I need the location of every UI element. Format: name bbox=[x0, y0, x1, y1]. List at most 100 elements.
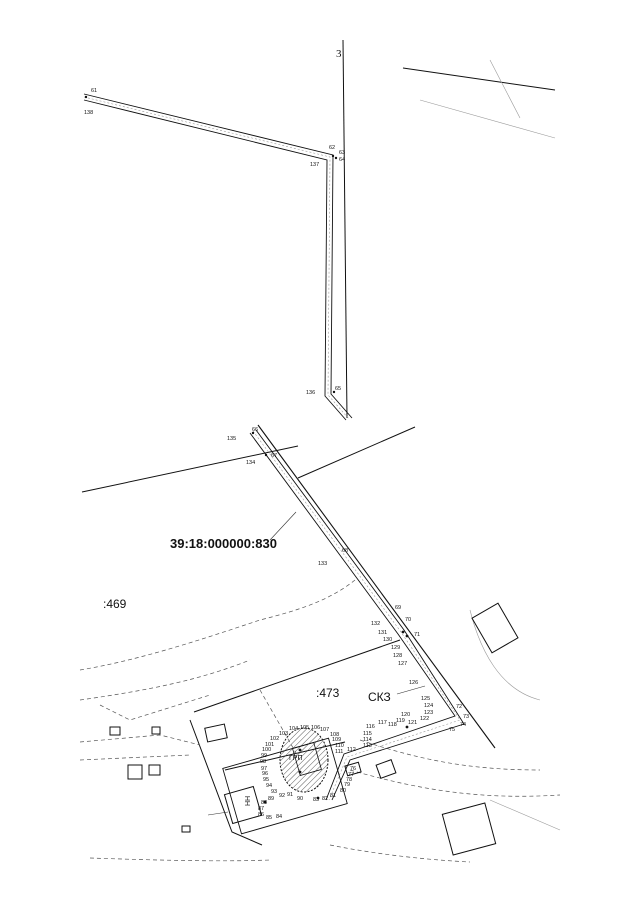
lower-point-labels: 66 135 67 134 68 133 69 70 132 131 130 7… bbox=[227, 427, 469, 821]
neighbor-473-label: :473 bbox=[316, 686, 340, 700]
lower-fragment bbox=[79, 424, 561, 863]
building-5 bbox=[375, 759, 397, 779]
point-label: 102 bbox=[270, 736, 279, 742]
upper-point-labels: 61 138 62 63 64 137 136 65 bbox=[84, 88, 345, 396]
lower-point-markers bbox=[251, 431, 409, 804]
point-label: 112 bbox=[347, 747, 356, 753]
point-label: 67 bbox=[271, 453, 277, 459]
point-label: 78 bbox=[346, 777, 352, 783]
point-label: 138 bbox=[84, 110, 93, 116]
point-label: 69 bbox=[395, 605, 401, 611]
upper-easement-strip bbox=[83, 93, 353, 421]
point-label: 82 bbox=[322, 796, 328, 802]
point-label: 104 bbox=[289, 726, 298, 732]
point-label: 108 bbox=[330, 732, 339, 738]
point-label: 119 bbox=[396, 718, 405, 724]
point-label: 130 bbox=[383, 637, 392, 643]
point-label: 74 bbox=[460, 722, 466, 728]
point-label: 95 bbox=[263, 777, 269, 783]
point-label: 114 bbox=[363, 737, 372, 743]
point-label: 101 bbox=[265, 742, 274, 748]
point-label: 85 bbox=[266, 815, 272, 821]
point-label: 68 bbox=[342, 548, 348, 554]
point-label: 87 bbox=[258, 806, 264, 812]
point-label: 115 bbox=[363, 731, 372, 737]
point-label: 92 bbox=[279, 793, 285, 799]
point-label: 73 bbox=[463, 714, 469, 720]
point-label: 62 bbox=[329, 145, 335, 151]
building-7 bbox=[471, 602, 519, 654]
point-label: 126 bbox=[409, 680, 418, 686]
point-label: 117 bbox=[378, 720, 387, 726]
point-label: 79 bbox=[344, 782, 350, 788]
building-3 bbox=[109, 726, 121, 736]
building-9 bbox=[204, 723, 228, 743]
point-label: 97 bbox=[261, 766, 267, 772]
grp-zone bbox=[279, 727, 329, 793]
building-8 bbox=[181, 825, 191, 833]
point-label: 83 bbox=[313, 797, 319, 803]
main-cadastral-label: 39:18:000000:830 bbox=[170, 536, 277, 551]
upper-point-markers bbox=[84, 95, 338, 394]
point-label: 64 bbox=[339, 157, 345, 163]
point-label: 80 bbox=[340, 788, 346, 794]
point-label: 118 bbox=[388, 722, 397, 728]
point-label: 110 bbox=[335, 743, 344, 749]
point-label: 120 bbox=[401, 712, 410, 718]
point-label: 98 bbox=[260, 759, 266, 765]
point-label: 122 bbox=[420, 716, 429, 722]
point-label: 131 bbox=[378, 630, 387, 636]
point-label: 128 bbox=[393, 653, 402, 659]
neighbor-469-label: :469 bbox=[103, 597, 127, 611]
grp-label: ГРП bbox=[289, 755, 303, 762]
building-6 bbox=[441, 802, 497, 856]
point-label: 109 bbox=[332, 737, 341, 743]
building-10 bbox=[344, 761, 362, 777]
building-2 bbox=[148, 764, 161, 776]
nn-building bbox=[223, 785, 263, 825]
point-label: 127 bbox=[398, 661, 407, 667]
point-label: 116 bbox=[366, 724, 375, 730]
point-label: 123 bbox=[424, 710, 433, 716]
point-label: 121 bbox=[408, 720, 417, 726]
point-label: 105 bbox=[300, 725, 309, 731]
point-label: 71 bbox=[414, 632, 420, 638]
point-label: 84 bbox=[276, 814, 282, 820]
point-label: 124 bbox=[424, 703, 433, 709]
point-label: 77 bbox=[348, 772, 354, 778]
point-label: 93 bbox=[271, 789, 277, 795]
point-label: 103 bbox=[279, 731, 288, 737]
point-label: 70 bbox=[405, 617, 411, 623]
skz-leader bbox=[396, 685, 426, 695]
point-label: 76 bbox=[350, 766, 356, 772]
point-label: 107 bbox=[320, 727, 329, 733]
building-4 bbox=[151, 726, 161, 735]
point-label: 134 bbox=[246, 460, 255, 466]
point-label: 91 bbox=[287, 792, 293, 798]
building-1 bbox=[127, 764, 143, 780]
point-label: 137 bbox=[310, 162, 319, 168]
point-label: 63 bbox=[339, 150, 345, 156]
point-label: 66 bbox=[252, 427, 258, 433]
point-label: 113 bbox=[363, 743, 372, 749]
point-label: 135 bbox=[227, 436, 236, 442]
nn-label: НН bbox=[245, 796, 252, 806]
point-label: 72 bbox=[456, 704, 462, 710]
page-number: 3 bbox=[336, 48, 342, 60]
point-label: 61 bbox=[91, 88, 97, 94]
point-label: 136 bbox=[306, 390, 315, 396]
point-label: 133 bbox=[318, 561, 327, 567]
point-label: 81 bbox=[330, 793, 336, 799]
skz-label: СКЗ bbox=[368, 690, 391, 704]
point-label: 106 bbox=[311, 725, 320, 731]
point-label: 99 bbox=[261, 753, 267, 759]
point-label: 89 bbox=[268, 796, 274, 802]
point-label: 132 bbox=[371, 621, 380, 627]
point-label: 100 bbox=[262, 747, 271, 753]
point-label: 90 bbox=[297, 796, 303, 802]
point-label: 86 bbox=[258, 812, 264, 818]
point-label: 94 bbox=[266, 783, 272, 789]
point-label: 65 bbox=[335, 386, 341, 392]
point-label: 129 bbox=[391, 645, 400, 651]
